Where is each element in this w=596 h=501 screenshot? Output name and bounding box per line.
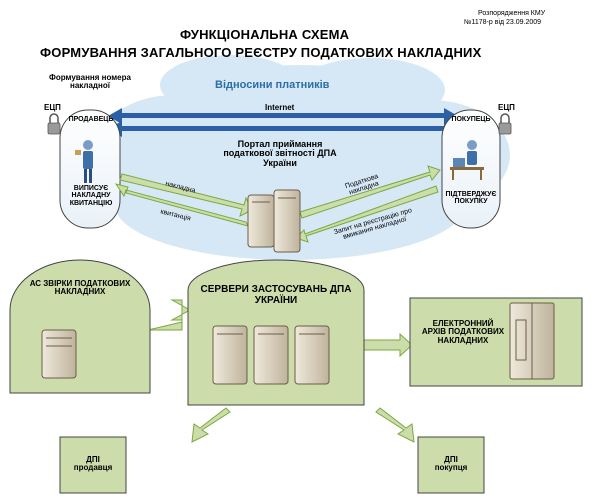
buyer-person-icon — [450, 140, 484, 180]
archive-cabinet-icon — [509, 302, 555, 380]
portal-server-icon — [247, 189, 301, 253]
title-line2: ФОРМУВАННЯ ЗАГАЛЬНОГО РЕЄСТРУ ПОДАТКОВИХ… — [40, 45, 482, 60]
reconciliation-label: АС ЗВІРКИ ПОДАТКОВИХ НАКЛАДНИХ — [29, 279, 131, 297]
dpi-seller-label: ДПІ продавця — [73, 455, 113, 473]
buyer-eds-label: ЕЦП — [498, 103, 515, 112]
title-line1: ФУНКЦІОНАЛЬНА СХЕМА — [180, 27, 350, 42]
invoice-numbering-label: Формування номера накладної — [49, 73, 131, 91]
cloud-label: Відносини платників — [215, 79, 330, 91]
buyer-name-label: ПОКУПЕЦЬ — [451, 116, 491, 123]
seller-action-label: ВИПИСУЄ НАКЛАДНУ КВИТАНЦІЮ — [69, 185, 113, 207]
dpi-seller-box — [59, 436, 127, 494]
archive-label: ЕЛЕКТРОННИЙ АРХІВ ПОДАТКОВИХ НАКЛАДНИХ — [421, 319, 505, 345]
decree-note-line2: №1178-р від 23.09.2009 — [464, 19, 542, 26]
buyer-lock-icon — [498, 113, 512, 135]
servers-label: СЕРВЕРИ ЗАСТОСУВАНЬ ДПА УКРАЇНИ — [200, 284, 352, 306]
internet-label: Internet — [265, 103, 295, 112]
seller-person-icon — [75, 140, 93, 183]
dpi-buyer-label: ДПІ покупця — [434, 455, 468, 473]
reconciliation-server-icon — [41, 329, 77, 379]
decree-note-line1: Розпорядження КМУ — [478, 10, 546, 17]
dpi-buyer-box — [417, 436, 485, 494]
seller-eds-label: ЕЦП — [44, 103, 61, 112]
seller-name-label: ПРОДАВЕЦЬ — [68, 116, 114, 123]
portal-label: Портал приймання податкової звітності ДП… — [223, 139, 337, 168]
application-server-icons — [212, 325, 330, 385]
seller-lock-icon — [47, 113, 61, 135]
buyer-action-label: ПІДТВЕРДЖУЄ ПОКУПКУ — [445, 191, 497, 206]
